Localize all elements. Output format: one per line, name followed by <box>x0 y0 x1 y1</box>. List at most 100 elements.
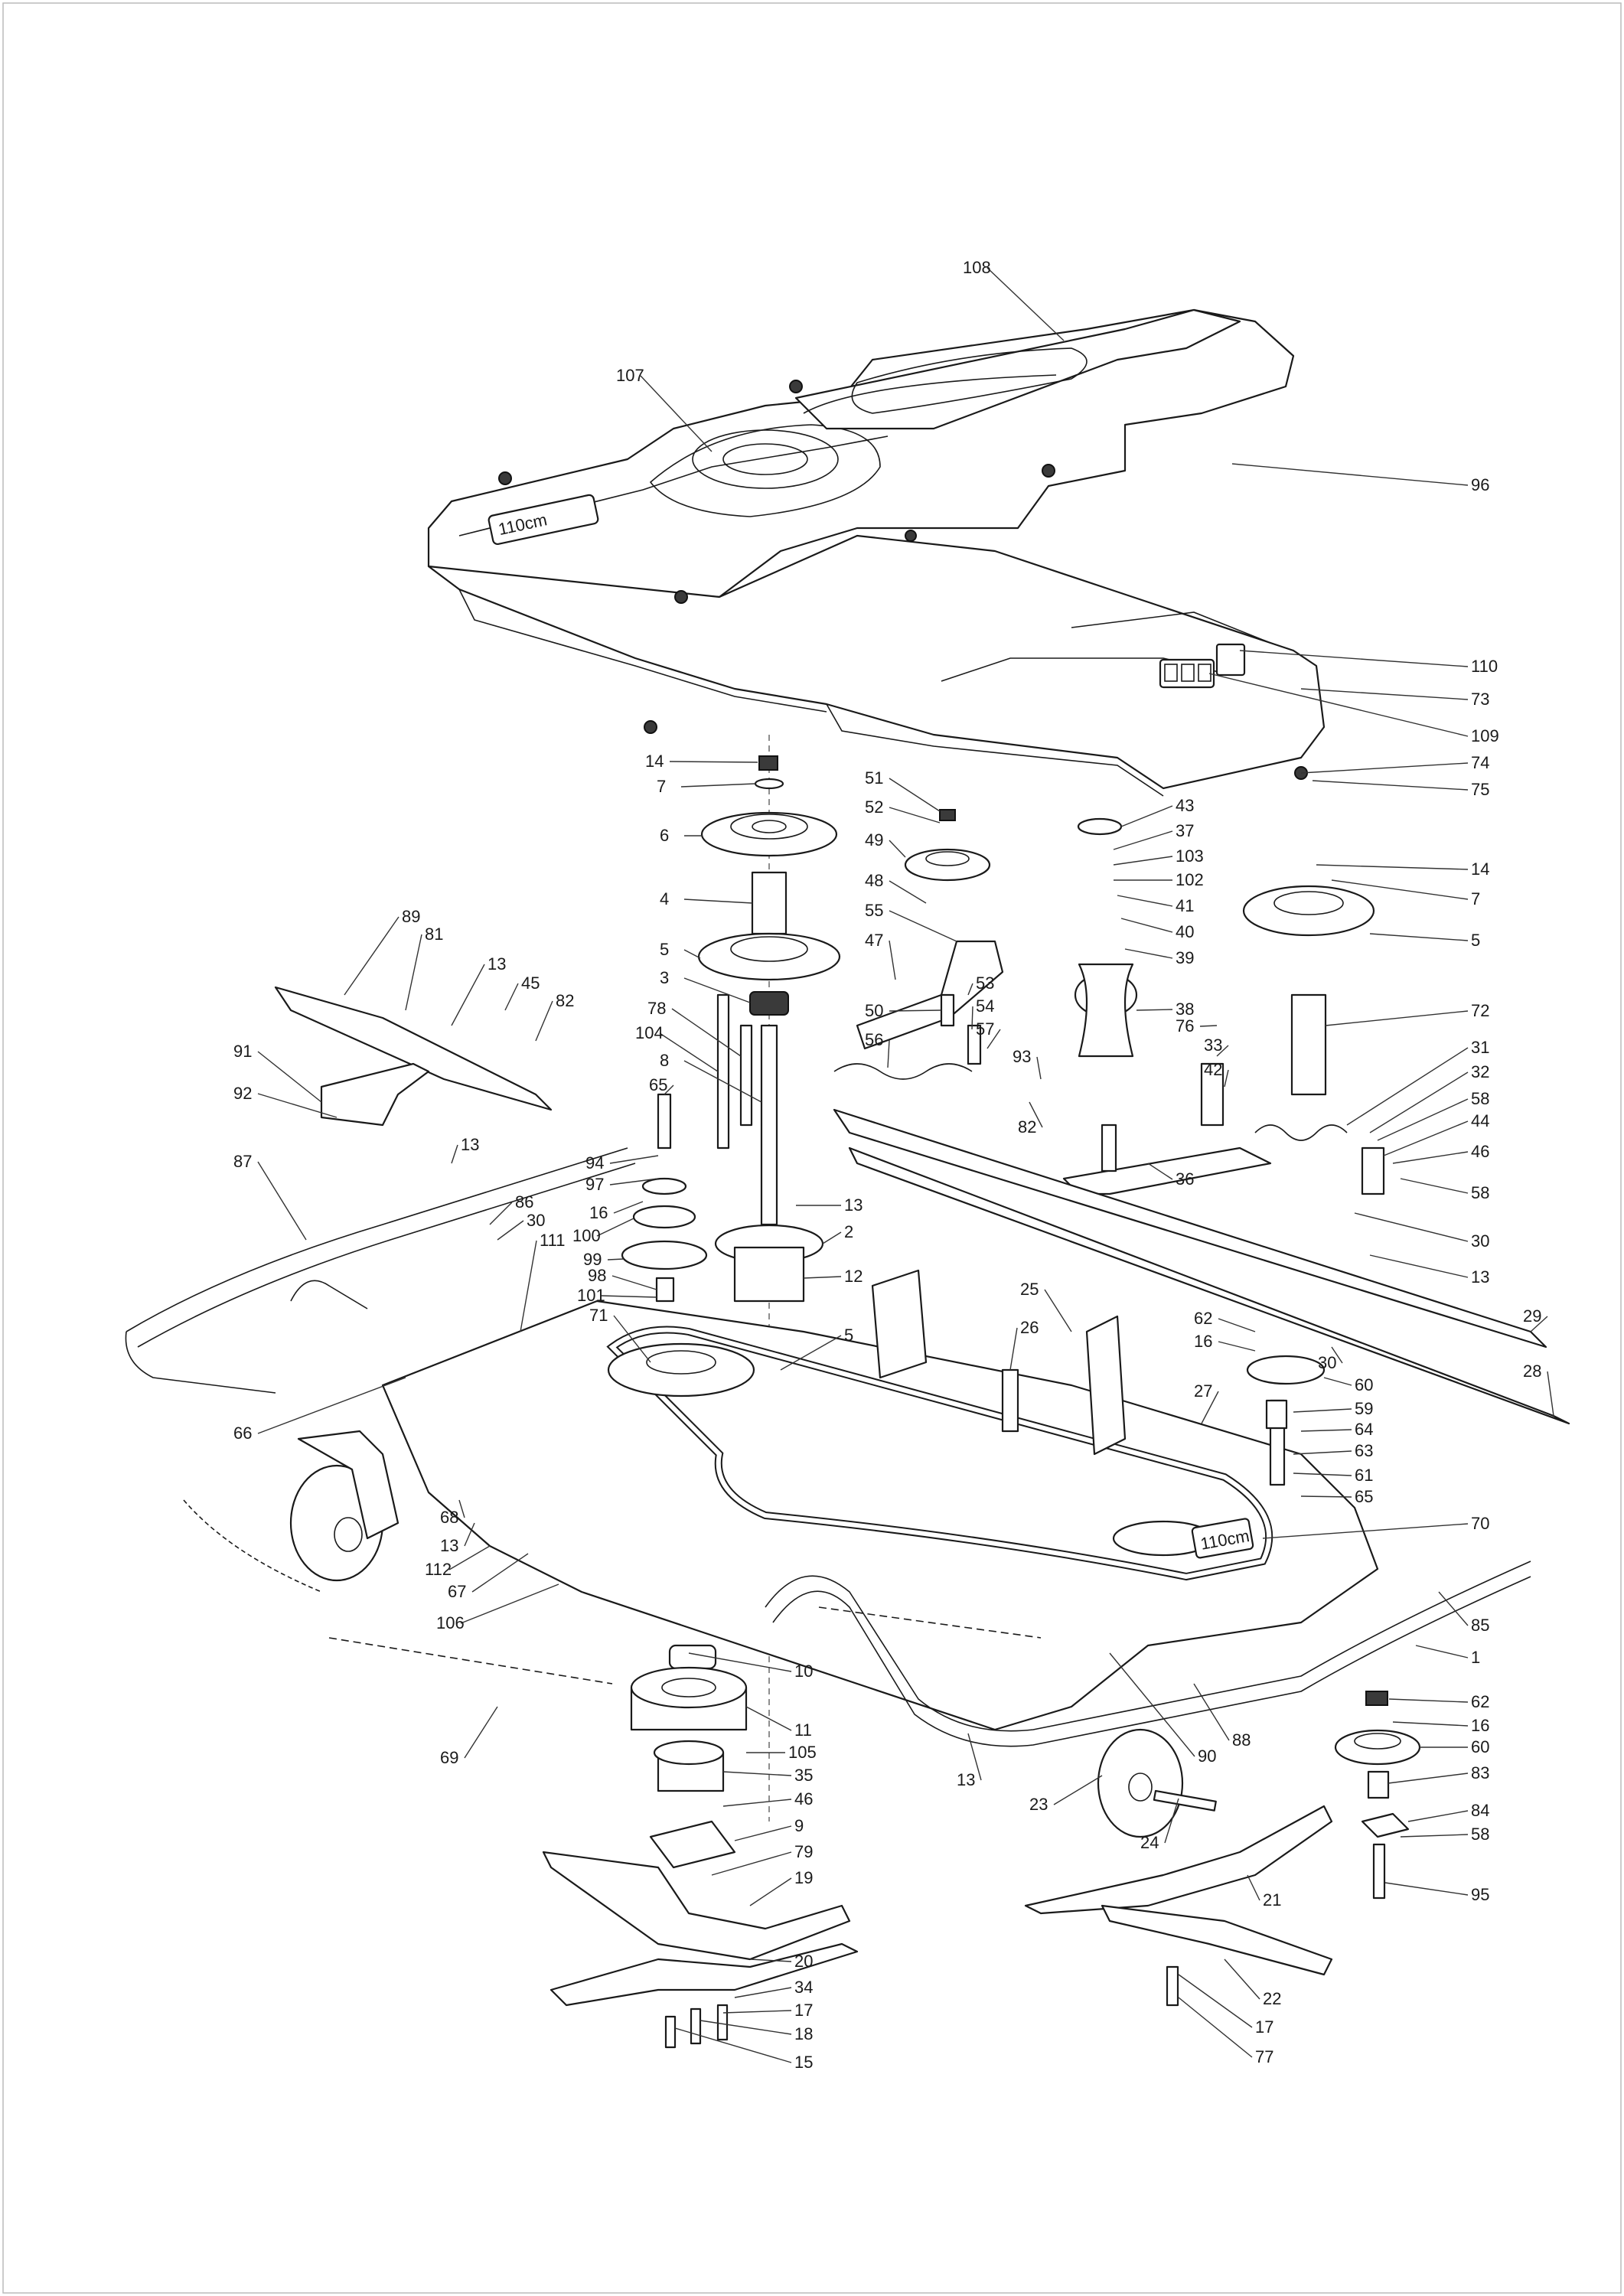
callout-98: 98 <box>588 1266 606 1285</box>
deflector-89 <box>274 986 553 1111</box>
leader-line <box>1400 1178 1469 1194</box>
callout-53: 53 <box>976 974 994 993</box>
axle-24 <box>1153 1789 1217 1812</box>
nut-14 <box>758 755 778 771</box>
leader-line <box>664 1084 674 1095</box>
callout-10: 10 <box>794 1662 813 1681</box>
callout-86: 86 <box>515 1192 533 1212</box>
cover-screw <box>644 720 657 734</box>
callout-14: 14 <box>1471 859 1489 879</box>
leader-line <box>451 1144 458 1164</box>
callout-19: 19 <box>794 1868 813 1887</box>
callout-40: 40 <box>1176 922 1194 941</box>
leader-line <box>257 1051 322 1103</box>
leader-line <box>734 1825 792 1841</box>
leader-line <box>1438 1591 1469 1626</box>
callout-7: 7 <box>1471 889 1480 908</box>
callout-4: 4 <box>660 889 669 908</box>
callout-13: 13 <box>461 1135 479 1154</box>
deck-badge-left <box>488 494 599 546</box>
idler-arm-47 <box>856 940 1004 1050</box>
callout-81: 81 <box>425 925 443 944</box>
callout-labels: 1081079611073109747514764537810486594971… <box>233 258 1541 2072</box>
bracket-84 <box>1361 1812 1410 1838</box>
callout-65: 65 <box>1355 1487 1373 1506</box>
wheel-bracket-left <box>297 1430 399 1540</box>
callout-104: 104 <box>635 1023 664 1042</box>
bar-28 <box>848 1146 1570 1425</box>
callout-59: 59 <box>1355 1399 1373 1418</box>
rod-104 <box>716 993 730 1150</box>
callout-112: 112 <box>425 1560 452 1579</box>
shaft-36 <box>1101 1124 1117 1172</box>
housing-12 <box>733 1246 805 1303</box>
leader-line <box>613 1315 651 1363</box>
chain-112 <box>183 1499 322 1593</box>
leader-line <box>1392 1151 1469 1164</box>
leader-line <box>1224 1069 1229 1088</box>
callout-11: 11 <box>794 1720 812 1740</box>
leader-line <box>1009 1327 1018 1371</box>
leader-line <box>671 1008 742 1057</box>
deck-top-plate <box>427 534 1326 790</box>
leader-line <box>749 1877 792 1906</box>
callout-87: 87 <box>233 1152 252 1171</box>
callout-110: 110 <box>1471 657 1498 676</box>
leader-line <box>1369 1254 1469 1278</box>
spacer-42 <box>1200 1062 1225 1127</box>
callout-57: 57 <box>976 1019 994 1039</box>
leader-line <box>458 1499 465 1518</box>
part-99 <box>621 1240 708 1270</box>
callout-72: 72 <box>1471 1001 1489 1020</box>
callout-25: 25 <box>1020 1280 1039 1299</box>
belt-cover-assembly: 110cm <box>427 308 1326 797</box>
callout-84: 84 <box>1471 1801 1489 1820</box>
callout-95: 95 <box>1471 1885 1489 1904</box>
callout-105: 105 <box>788 1743 817 1762</box>
callout-75: 75 <box>1471 780 1489 799</box>
leader-line <box>448 1545 491 1570</box>
part-100 <box>632 1205 696 1229</box>
lower-spindle-left <box>542 1644 859 2049</box>
bolt-77 <box>1166 1965 1179 2007</box>
leader-line <box>780 1335 842 1371</box>
callout-2: 2 <box>844 1222 853 1241</box>
leader-line <box>489 1202 513 1225</box>
callout-62: 62 <box>1471 1692 1489 1711</box>
callout-30: 30 <box>1471 1231 1489 1251</box>
callout-61: 61 <box>1355 1466 1373 1485</box>
callout-63: 63 <box>1355 1441 1373 1460</box>
pulley-5-right <box>1242 885 1375 937</box>
bumper-85 <box>765 1561 1531 1732</box>
leader-line <box>1392 1721 1469 1727</box>
callout-14: 14 <box>645 752 664 771</box>
spring-56 <box>833 1063 973 1080</box>
bolt-50 <box>940 993 955 1027</box>
callout-28: 28 <box>1523 1362 1541 1381</box>
leader-line <box>803 1276 842 1279</box>
callout-109: 109 <box>1471 726 1499 745</box>
leader-line <box>464 1522 475 1547</box>
leader-line <box>471 1553 529 1593</box>
leader-line <box>535 1000 553 1042</box>
pulley-5 <box>697 932 841 981</box>
leader-line <box>1325 1010 1469 1026</box>
washer-7 <box>754 778 784 790</box>
wheel-right <box>1097 1728 1217 1838</box>
callout-94: 94 <box>585 1153 604 1172</box>
leader-line <box>257 1377 406 1434</box>
leader-line <box>889 910 957 942</box>
leader-line <box>722 1799 792 1807</box>
callout-65: 65 <box>649 1075 667 1094</box>
callout-83: 83 <box>1471 1763 1489 1782</box>
callout-77: 77 <box>1255 2047 1273 2066</box>
leader-line <box>1201 1391 1219 1424</box>
leader-line <box>1547 1371 1554 1417</box>
leader-line <box>674 2027 792 2063</box>
leader-line <box>889 807 941 823</box>
bracket-25-left <box>871 1269 928 1379</box>
leader-line <box>1354 1212 1469 1242</box>
callout-91: 91 <box>233 1042 252 1061</box>
leader-line <box>822 1231 842 1244</box>
